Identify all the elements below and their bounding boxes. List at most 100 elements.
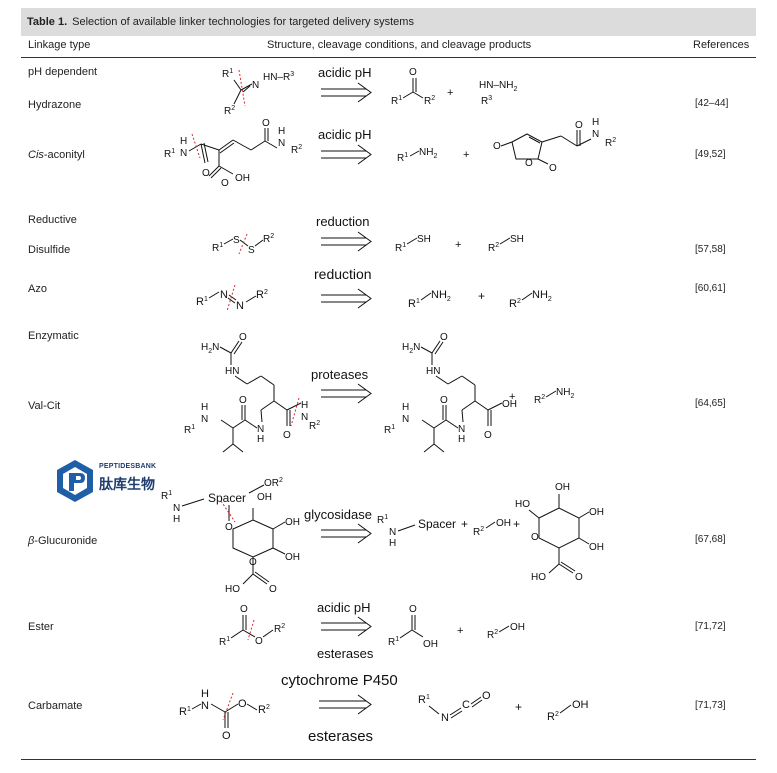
svg-text:R1: R1 [161,490,172,502]
svg-text:H: H [201,688,209,700]
svg-text:O: O [549,163,557,174]
svg-text:O: O [225,522,233,533]
caption-text: Selection of available linker technologi… [72,16,414,28]
svg-text:OH: OH [235,173,250,184]
svg-text:N: N [201,700,209,712]
svg-text:NH2: NH2 [431,289,451,303]
svg-text:R1: R1 [377,514,388,526]
svg-text:O: O [222,730,231,742]
row-label-glucuronide: β-Glucuronide [28,535,97,547]
svg-text:N: N [201,414,208,425]
header-linkage: Linkage type [28,39,91,51]
reaction-arrow-icon [321,231,372,252]
disulfide-products: R1 SH + R2 SH [395,234,524,254]
svg-text:R2: R2 [309,420,320,432]
svg-text:H2N: H2N [402,342,420,355]
refs-ester: [71,72] [695,621,726,632]
svg-text:N: N [220,289,228,301]
svg-text:O: O [575,120,583,131]
svg-text:R1: R1 [397,152,408,164]
glucuronide-products: R1 N H Spacer + R2 OH + O HO OH OH OH HO… [377,482,604,583]
svg-text:R1: R1 [219,636,230,648]
svg-text:NH2: NH2 [532,289,552,303]
svg-text:HN–NH2: HN–NH2 [479,80,517,93]
svg-text:N: N [180,148,187,159]
svg-text:OH: OH [589,507,604,518]
svg-text:+: + [461,517,468,531]
group-reductive: Reductive [28,214,77,226]
row-label-rest: -aconityl [43,149,85,161]
svg-text:N: N [458,424,465,435]
row-label-italic: Cis [28,149,44,161]
svg-text:OH: OH [285,517,300,528]
svg-text:N: N [402,414,409,425]
svg-text:O: O [221,178,229,189]
svg-text:H: H [389,538,396,549]
svg-text:O: O [525,158,533,169]
svg-text:NH2: NH2 [419,147,437,160]
svg-text:H: H [201,402,208,413]
condition-azo: reduction [314,266,372,282]
header-rule [21,57,756,58]
svg-text:N: N [252,80,259,91]
svg-text:+: + [513,517,520,531]
svg-text:O: O [493,141,501,152]
header-structure: Structure, cleavage conditions, and clea… [267,39,532,51]
svg-text:S: S [233,235,240,246]
svg-text:OH: OH [555,482,570,493]
svg-text:+: + [509,391,515,403]
svg-text:R1: R1 [196,296,208,308]
svg-text:R1: R1 [222,68,233,80]
svg-text:+: + [515,700,522,714]
refs-val-cit: [64,65] [695,398,726,409]
refs-cis-aconityl: [49,52] [695,149,726,160]
row-label-azo: Azo [28,283,47,295]
svg-text:H: H [278,126,285,137]
svg-text:R2: R2 [291,144,302,156]
condition2-carbamate: esterases [308,728,373,745]
svg-text:N: N [301,412,308,423]
reaction-arrow-icon [321,82,372,103]
svg-text:H: H [173,514,180,525]
svg-text:N: N [278,138,285,149]
row-label-ester: Ester [28,621,54,633]
svg-text:N: N [592,129,599,140]
val-cit-structure: H2N O HN N H O N H R1 O [184,332,320,453]
svg-text:SH: SH [510,234,524,245]
svg-text:R1: R1 [391,95,402,107]
svg-text:Spacer: Spacer [208,491,246,505]
svg-text:R1: R1 [408,298,420,310]
azo-products: R1 NH2 + R2 NH2 [408,289,552,310]
reaction-arrow-icon [319,694,372,715]
svg-text:O: O [482,690,491,702]
cis-aconityl-products: R1 NH2 + O O O O N H R2 [397,117,616,174]
svg-text:O: O [409,604,417,615]
svg-text:O: O [239,332,247,343]
svg-text:O: O [575,572,583,583]
svg-text:O: O [269,584,277,595]
svg-text:HN: HN [426,366,440,377]
logo-text-cjk: 肽库生物 [99,476,155,492]
svg-text:OH: OH [510,622,525,633]
svg-text:OH: OH [285,552,300,563]
svg-text:HN: HN [225,366,239,377]
svg-text:SH: SH [417,234,431,245]
svg-text:R1: R1 [164,148,175,160]
svg-text:Spacer: Spacer [418,517,456,531]
refs-disulfide: [57,58] [695,244,726,255]
svg-text:O: O [262,118,270,129]
group-ph: pH dependent [28,66,98,78]
svg-text:R2: R2 [547,711,559,723]
header-references: References [693,39,750,51]
svg-text:NH2: NH2 [556,387,574,400]
svg-text:R2: R2 [509,298,521,310]
row-label-carbamate: Carbamate [28,700,83,712]
svg-text:OH: OH [572,699,589,711]
svg-text:R2: R2 [424,95,435,107]
svg-text:R1: R1 [395,242,406,254]
condition-hydrazone: acidic pH [318,65,371,80]
svg-text:H: H [257,434,264,445]
reaction-arrow-icon [321,523,372,544]
svg-text:H: H [402,402,409,413]
svg-text:H: H [458,434,465,445]
